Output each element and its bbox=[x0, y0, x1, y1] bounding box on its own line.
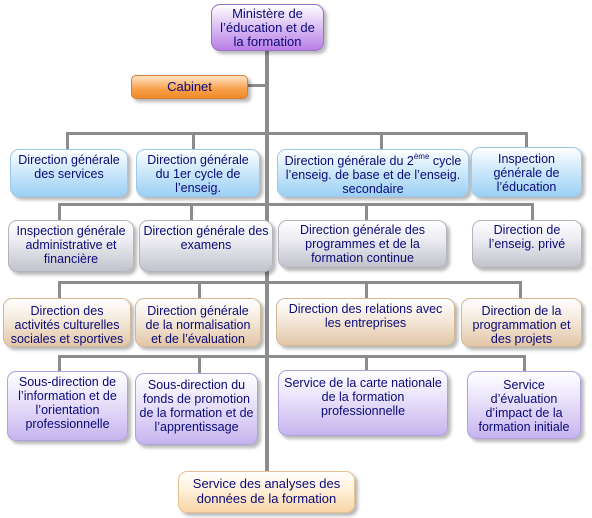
node-service-carte-nationale: Service de la carte nationale de la form… bbox=[278, 370, 448, 436]
row2-bar bbox=[58, 203, 534, 206]
row4-drop-1 bbox=[58, 355, 61, 371]
row4-bar bbox=[58, 355, 526, 358]
node-label-part: cycle l’enseig. de base et de l’enseig. … bbox=[285, 154, 462, 196]
row3-drop-4 bbox=[519, 281, 522, 298]
node-inspection-generale-education: Inspection générale de l’éducation bbox=[471, 147, 582, 197]
node-service-evaluation-impact: Service d’évaluation d’impact de la form… bbox=[467, 371, 581, 439]
node-direction-programmation-projets: Direction de la programmation et des pro… bbox=[461, 298, 582, 347]
row1-drop-1 bbox=[66, 132, 69, 149]
node-label: Service de la carte nationale de la form… bbox=[284, 376, 442, 418]
node-label: Service des analyses des données de la f… bbox=[192, 476, 341, 506]
node-label: Direction des relations avec les entrepr… bbox=[288, 302, 443, 330]
node-label: Direction générale des programmes et de … bbox=[299, 223, 426, 265]
row4-drop-3 bbox=[365, 355, 368, 370]
ordinal-superscript: ème bbox=[413, 152, 430, 161]
node-label: Direction générale des services bbox=[18, 153, 120, 181]
row3-drop-2 bbox=[198, 281, 201, 298]
node-label: Sous-direction du fonds de promotion de … bbox=[139, 378, 254, 434]
node-label: Inspection générale administrative et fi… bbox=[16, 224, 126, 266]
node-direction-normalisation: Direction générale de la normalisation e… bbox=[135, 298, 261, 347]
node-service-analyses-donnees: Service des analyses des données de la f… bbox=[178, 471, 355, 513]
node-direction-generale-2eme-cycle: Direction générale du 2ème cycle l’ensei… bbox=[277, 149, 469, 197]
row4-drop-4 bbox=[523, 355, 526, 371]
cabinet-label: Cabinet bbox=[167, 79, 212, 94]
row3-bar bbox=[58, 281, 522, 284]
cabinet-box: Cabinet bbox=[131, 75, 248, 99]
node-direction-relations-entreprises: Direction des relations avec les entrepr… bbox=[276, 298, 455, 346]
row1-drop-2 bbox=[192, 132, 195, 149]
node-label: Direction générale du 1er cycle de l’ens… bbox=[147, 153, 249, 195]
node-direction-generale-1er-cycle: Direction générale du 1er cycle de l’ens… bbox=[136, 149, 260, 197]
node-label: Sous-direction de l’information et de l’… bbox=[18, 375, 117, 431]
row1-drop-4 bbox=[525, 132, 528, 149]
node-inspection-administrative: Inspection générale administrative et fi… bbox=[8, 220, 134, 272]
node-direction-generale-services: Direction générale des services bbox=[10, 149, 128, 197]
node-label: Service d’évaluation d’impact de la form… bbox=[478, 378, 570, 434]
node-label-part: Direction générale du 2 bbox=[284, 154, 414, 168]
row3-drop-3 bbox=[365, 281, 368, 298]
node-direction-activites-culturelles: Direction des activités culturelles soci… bbox=[3, 298, 131, 347]
row1-drop-3 bbox=[380, 132, 383, 149]
ministry-box: Ministère de l’éducation et de la format… bbox=[211, 4, 324, 51]
node-direction-generale-examens: Direction générale des examens bbox=[139, 220, 273, 272]
row3-drop-1 bbox=[58, 281, 61, 298]
node-label: Direction générale de la normalisation e… bbox=[145, 304, 251, 346]
row4-drop-2 bbox=[198, 355, 201, 373]
row1-bar bbox=[66, 132, 528, 135]
node-label: Direction de l’enseig. privé bbox=[488, 223, 566, 251]
node-sous-direction-orientation: Sous-direction de l’information et de l’… bbox=[7, 371, 128, 441]
row2-drop-4 bbox=[531, 203, 534, 220]
node-label: Direction générale des examens bbox=[143, 224, 269, 252]
node-direction-programmes: Direction générale des programmes et de … bbox=[278, 220, 447, 268]
node-label: Inspection générale de l’éducation bbox=[493, 152, 560, 194]
node-label: Direction des activités culturelles soci… bbox=[10, 304, 124, 346]
node-direction-enseig-prive: Direction de l’enseig. privé bbox=[472, 220, 582, 268]
node-sous-direction-fonds: Sous-direction du fonds de promotion de … bbox=[135, 373, 258, 445]
ministry-label: Ministère de l’éducation et de la format… bbox=[220, 6, 315, 49]
row2-drop-2 bbox=[190, 203, 193, 220]
row2-drop-3 bbox=[365, 203, 368, 220]
row2-drop-1 bbox=[58, 203, 61, 220]
node-label: Direction de la programmation et des pro… bbox=[472, 304, 571, 346]
